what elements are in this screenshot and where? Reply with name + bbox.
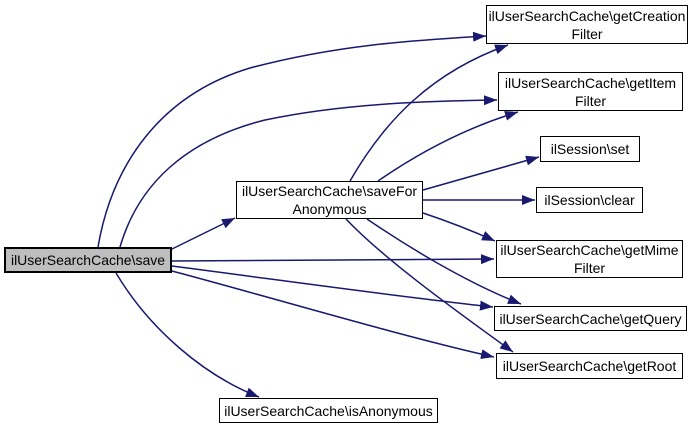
edge-save-to-isAnonymous [115,272,260,398]
node-label-line: Filter [574,92,607,109]
node-sessionSet[interactable]: ilSession\set [540,136,640,162]
node-label-line: ilUserSearchCache\getCreation [488,7,686,24]
node-save: ilUserSearchCache\save [4,247,172,273]
edge-save-to-saveForAnonymous [171,217,236,250]
edge-saveForAnonymous-to-sessionSet [422,155,540,191]
edge-saveForAnonymous-to-getMimeFilter [422,212,496,242]
node-label-line: ilUserSearchCache\isAnonymous [224,402,433,419]
node-label-line: Filter [571,25,603,42]
edge-saveForAnonymous-to-getItemFilter [377,110,519,182]
node-label-line: ilSession\clear [544,192,635,208]
edge-saveForAnonymous-to-getRoot [345,218,514,353]
edge-saveForAnonymous-to-getCreationFilter [349,44,509,182]
node-label-line: ilUserSearchCache\getRoot [502,358,677,374]
node-isAnonymous[interactable]: ilUserSearchCache\isAnonymous [219,398,438,423]
node-getQuery[interactable]: ilUserSearchCache\getQuery [494,306,687,331]
edge-save-to-getMimeFilter [171,254,495,265]
node-label-line: ilUserSearchCache\getItem [504,74,677,91]
edge-save-to-getItemFilter [119,95,498,248]
node-label-line: Filter [573,260,606,276]
node-label-line: ilUserSearchCache\getQuery [499,310,682,327]
node-label-line: ilSession\set [550,141,630,157]
edge-save-to-getRoot [171,270,495,360]
node-label-line: Anonymous [292,201,367,217]
node-getRoot[interactable]: ilUserSearchCache\getRoot [496,353,683,379]
node-sessionClear[interactable]: ilSession\clear [536,187,643,213]
node-label-line: ilUserSearchCache\saveFor [241,183,418,199]
edge-save-to-getQuery [171,265,494,311]
edge-save-to-getCreationFilter [97,31,487,248]
node-label-line: ilUserSearchCache\getMime [500,242,679,258]
node-label-line: ilUserSearchCache\save [10,252,166,268]
edge-saveForAnonymous-to-getQuery [366,218,522,305]
